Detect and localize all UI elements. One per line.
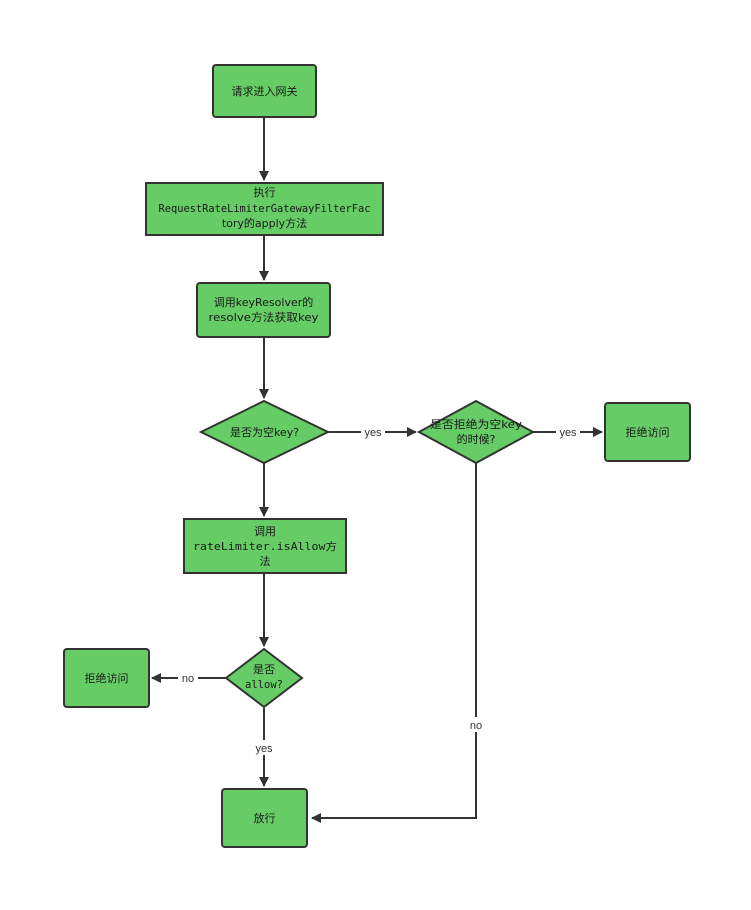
node-is-allow-diamond <box>224 647 304 709</box>
edge-label-empty-yes: yes <box>364 427 382 439</box>
node-is-empty-key-diamond <box>198 399 331 465</box>
node-is-allow-line-2: allow? <box>245 679 283 691</box>
node-deny-empty-key-line-2: 的时候? <box>457 432 496 446</box>
node-call-is-allow-line-3: 法 <box>260 554 271 568</box>
node-deny-access-left-label: 拒绝访问 <box>85 671 129 685</box>
node-is-allow-line-1: 是否 <box>253 663 275 676</box>
node-call-is-allow-line-1: 调用 <box>254 525 276 538</box>
node-execute-apply-line-1: 执行 <box>254 185 276 199</box>
edge-deny-no <box>311 463 477 823</box>
node-deny-empty-key: 是否拒绝为空key 的时候? <box>416 399 536 465</box>
node-deny-access-right: 拒绝访问 <box>604 402 691 462</box>
node-execute-apply-line-3: tory的apply方法 <box>222 216 307 230</box>
edge-label-deny-no: no <box>470 720 482 732</box>
edge-label-allow-no: no <box>182 673 194 685</box>
node-execute-apply-box <box>145 182 384 236</box>
node-deny-access-right-box <box>604 402 691 462</box>
node-key-resolver-box <box>196 282 331 338</box>
node-call-is-allow-line-2: rateLimiter.isAllow方 <box>193 540 337 553</box>
node-enter-gateway: 请求进入网关 <box>212 64 317 118</box>
node-execute-apply-line-2: RequestRateLimiterGatewayFilterFac <box>159 203 371 215</box>
node-key-resolver-line-1: 调用keyResolver的 <box>214 295 314 309</box>
node-key-resolver-line-2: resolve方法获取key <box>209 310 320 324</box>
node-deny-access-left-box <box>63 648 150 708</box>
edge-label-allow-yes: yes <box>255 743 273 755</box>
edge-label-deny-yes: yes <box>559 427 577 439</box>
node-deny-empty-key-diamond <box>416 399 536 465</box>
node-pass-label: 放行 <box>254 811 276 825</box>
node-pass-box <box>221 788 308 848</box>
node-deny-access-right-label: 拒绝访问 <box>626 425 670 439</box>
node-enter-gateway-box <box>212 64 317 118</box>
node-deny-empty-key-line-1: 是否拒绝为空key <box>430 417 523 431</box>
node-is-empty-key-label: 是否为空key? <box>230 425 299 439</box>
node-deny-access-left: 拒绝访问 <box>63 648 150 708</box>
node-is-empty-key: 是否为空key? <box>198 399 331 465</box>
node-call-is-allow-box <box>183 518 347 574</box>
node-is-allow: 是否 allow? <box>224 647 304 709</box>
node-enter-gateway-label: 请求进入网关 <box>232 84 298 98</box>
edge-labels: yes yes no no yes <box>178 424 580 755</box>
node-pass: 放行 <box>221 788 308 848</box>
node-key-resolver: 调用keyResolver的 resolve方法获取key <box>196 282 331 338</box>
node-execute-apply: 执行 RequestRateLimiterGatewayFilterFac to… <box>145 182 384 236</box>
node-call-is-allow: 调用 rateLimiter.isAllow方 法 <box>183 518 347 574</box>
